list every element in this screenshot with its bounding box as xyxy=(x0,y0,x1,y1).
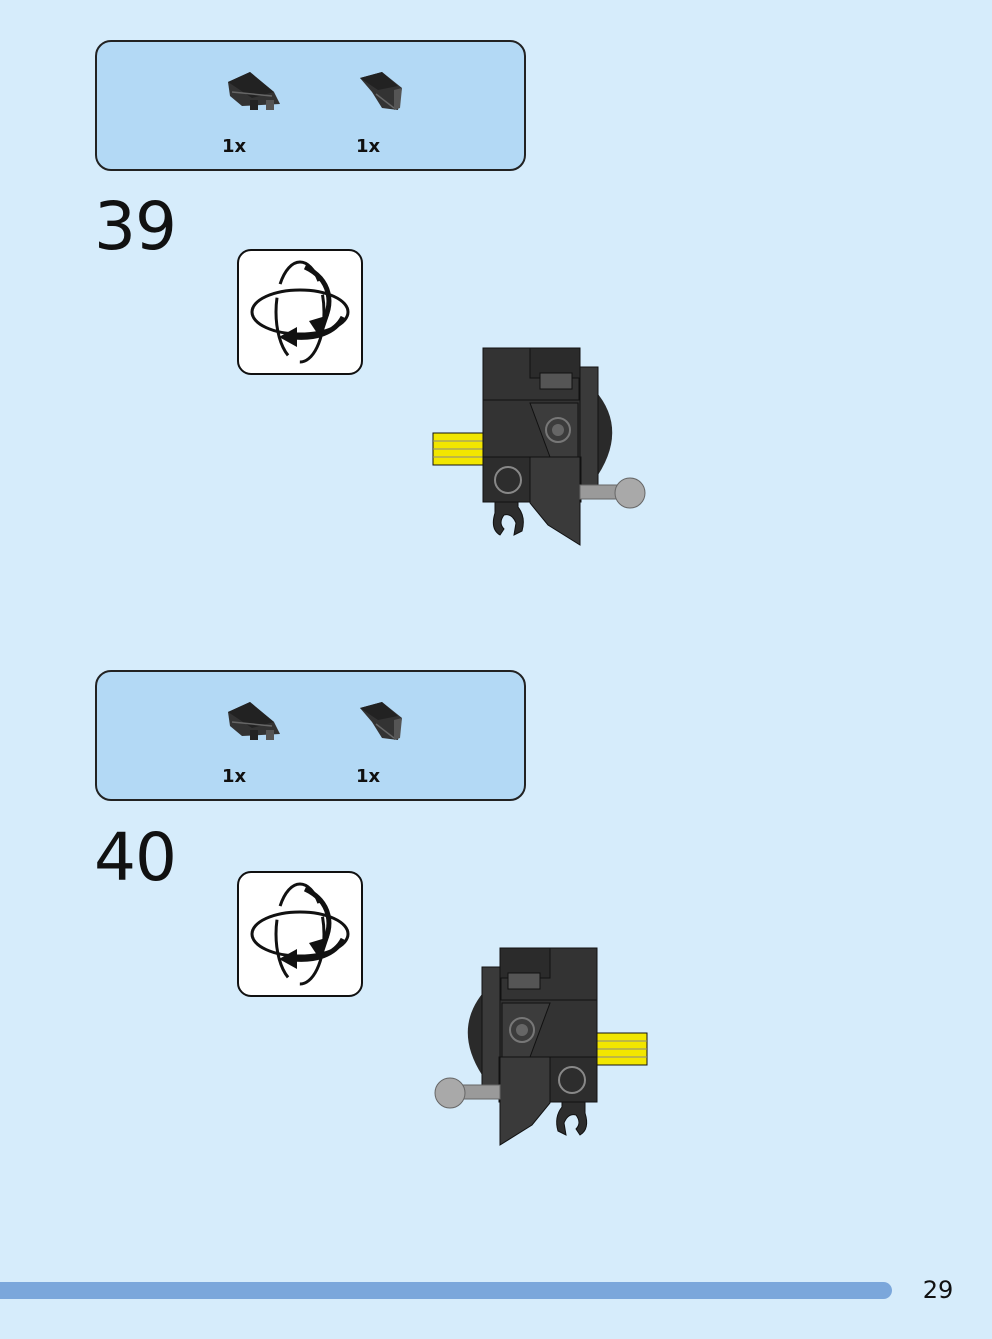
page-number: 29 xyxy=(922,1276,954,1304)
part-wedge-right: 1x xyxy=(356,52,436,157)
part-qty: 1x xyxy=(222,136,247,157)
part-wedge-left: 1x xyxy=(222,682,302,787)
part-wedge-right: 1x xyxy=(356,682,436,787)
rotate-model-icon xyxy=(250,260,350,364)
step-40-model xyxy=(430,945,650,1150)
step-number: 40 xyxy=(94,819,177,896)
wedge-plate-left-icon xyxy=(228,702,280,740)
wedge-plate-right-icon xyxy=(360,72,402,110)
step-number: 39 xyxy=(94,188,177,265)
part-qty: 1x xyxy=(356,766,381,787)
part-qty: 1x xyxy=(356,136,381,157)
rotate-model-callout xyxy=(237,249,363,375)
parts-callout-step-40: 1x 1x xyxy=(95,670,526,801)
rotate-model-icon xyxy=(250,882,350,986)
part-wedge-left: 1x xyxy=(222,52,302,157)
wedge-plate-left-icon xyxy=(228,72,280,110)
rotate-model-callout xyxy=(237,871,363,997)
part-qty: 1x xyxy=(222,766,247,787)
parts-callout-step-39: 1x 1x xyxy=(95,40,526,171)
step-39-model xyxy=(430,345,650,550)
wedge-plate-right-icon xyxy=(360,702,402,740)
footer-bar xyxy=(0,1282,892,1299)
